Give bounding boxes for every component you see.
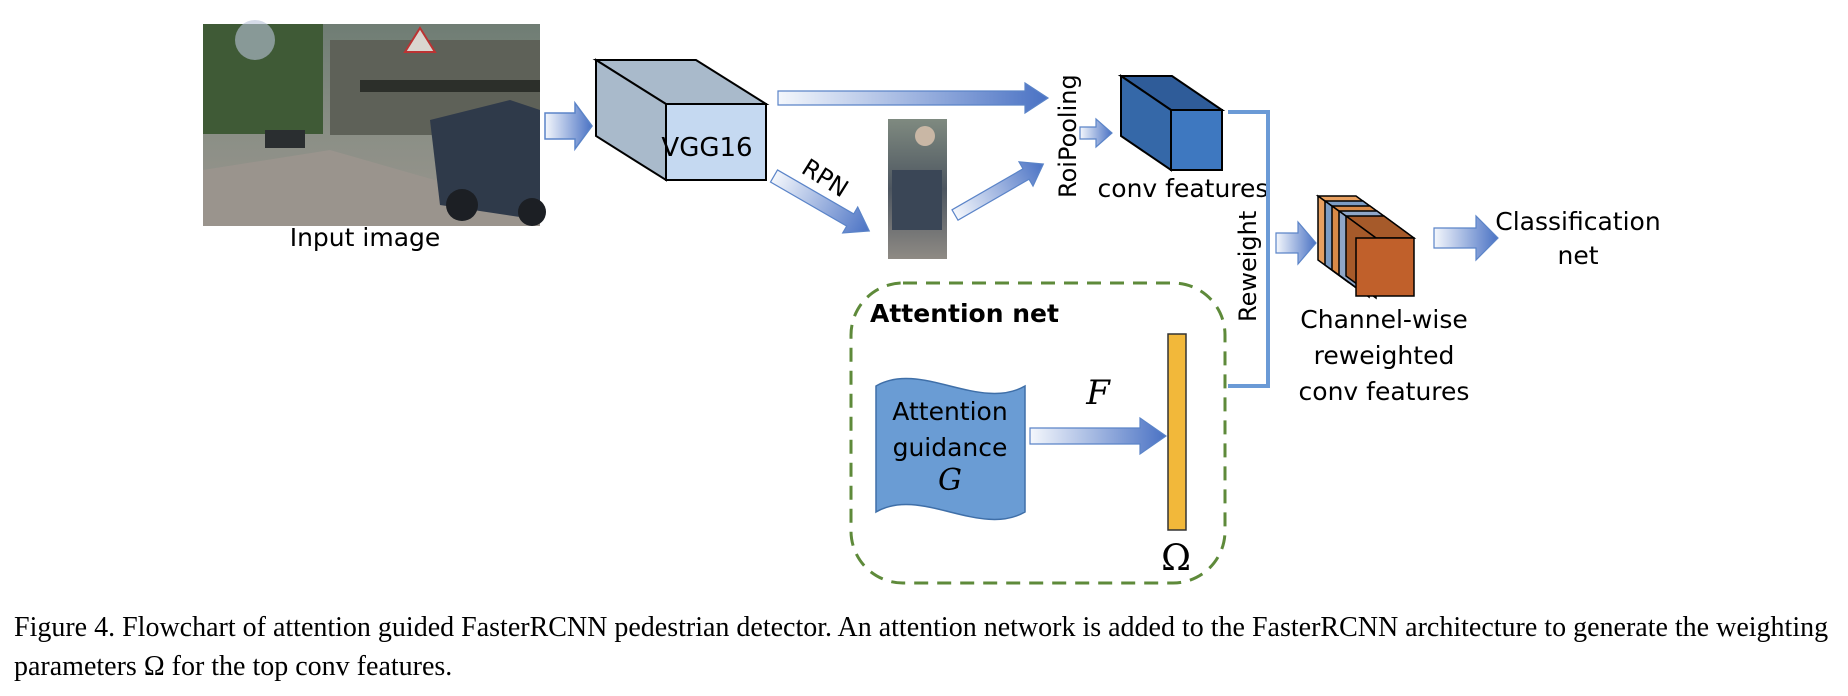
omega-weight-bar	[1167, 333, 1187, 531]
arrow-f-to-omega	[1029, 416, 1168, 456]
arrow-rpn	[769, 169, 871, 234]
arrow-crop-to-roipooling	[951, 161, 1045, 222]
input-image-label: Input image	[290, 223, 441, 252]
roipooling-label: RoiPooling	[1054, 74, 1082, 198]
attention-net-box	[849, 281, 1227, 585]
attention-net-label: Attention net	[870, 299, 1059, 328]
f-symbol: F	[1085, 373, 1111, 413]
flowchart-diagram: Input image VGG16 RPN RoiPooling conv fe…	[203, 20, 1661, 585]
channelwise-label-line-3: conv features	[1299, 377, 1470, 406]
classification-label-line-1: Classification	[1495, 207, 1660, 236]
arrow-image-to-vgg	[544, 100, 593, 152]
omega-symbol: Ω	[1161, 538, 1191, 579]
arrow-to-classification	[1433, 214, 1499, 262]
figure-caption: Figure 4. Flowchart of attention guided …	[14, 612, 1829, 682]
conv-features-block	[1117, 74, 1226, 172]
channelwise-label-line-2: reweighted	[1314, 341, 1455, 370]
channelwise-label-line-1: Channel-wise	[1300, 305, 1467, 334]
vgg16-label: VGG16	[661, 133, 752, 163]
conv-features-label: conv features	[1098, 174, 1269, 203]
proposal-crop-image	[888, 119, 947, 259]
g-symbol: G	[938, 463, 962, 498]
arrow-vgg-to-roipooling	[777, 81, 1050, 115]
reweight-label: Reweight	[1234, 211, 1262, 322]
classification-label-line-2: net	[1557, 241, 1598, 270]
attention-guidance-line-2: guidance	[893, 433, 1008, 462]
attention-guidance-line-1: Attention	[892, 397, 1007, 426]
arrow-reweight-to-channelwise	[1275, 220, 1317, 266]
channelwise-features-block	[1315, 194, 1417, 300]
attention-guidance-shape	[875, 377, 1026, 521]
input-image	[203, 20, 546, 226]
reweight-bracket	[1228, 110, 1270, 388]
arrow-roipooling-to-conv	[1079, 117, 1113, 149]
vgg16-block	[592, 58, 770, 182]
